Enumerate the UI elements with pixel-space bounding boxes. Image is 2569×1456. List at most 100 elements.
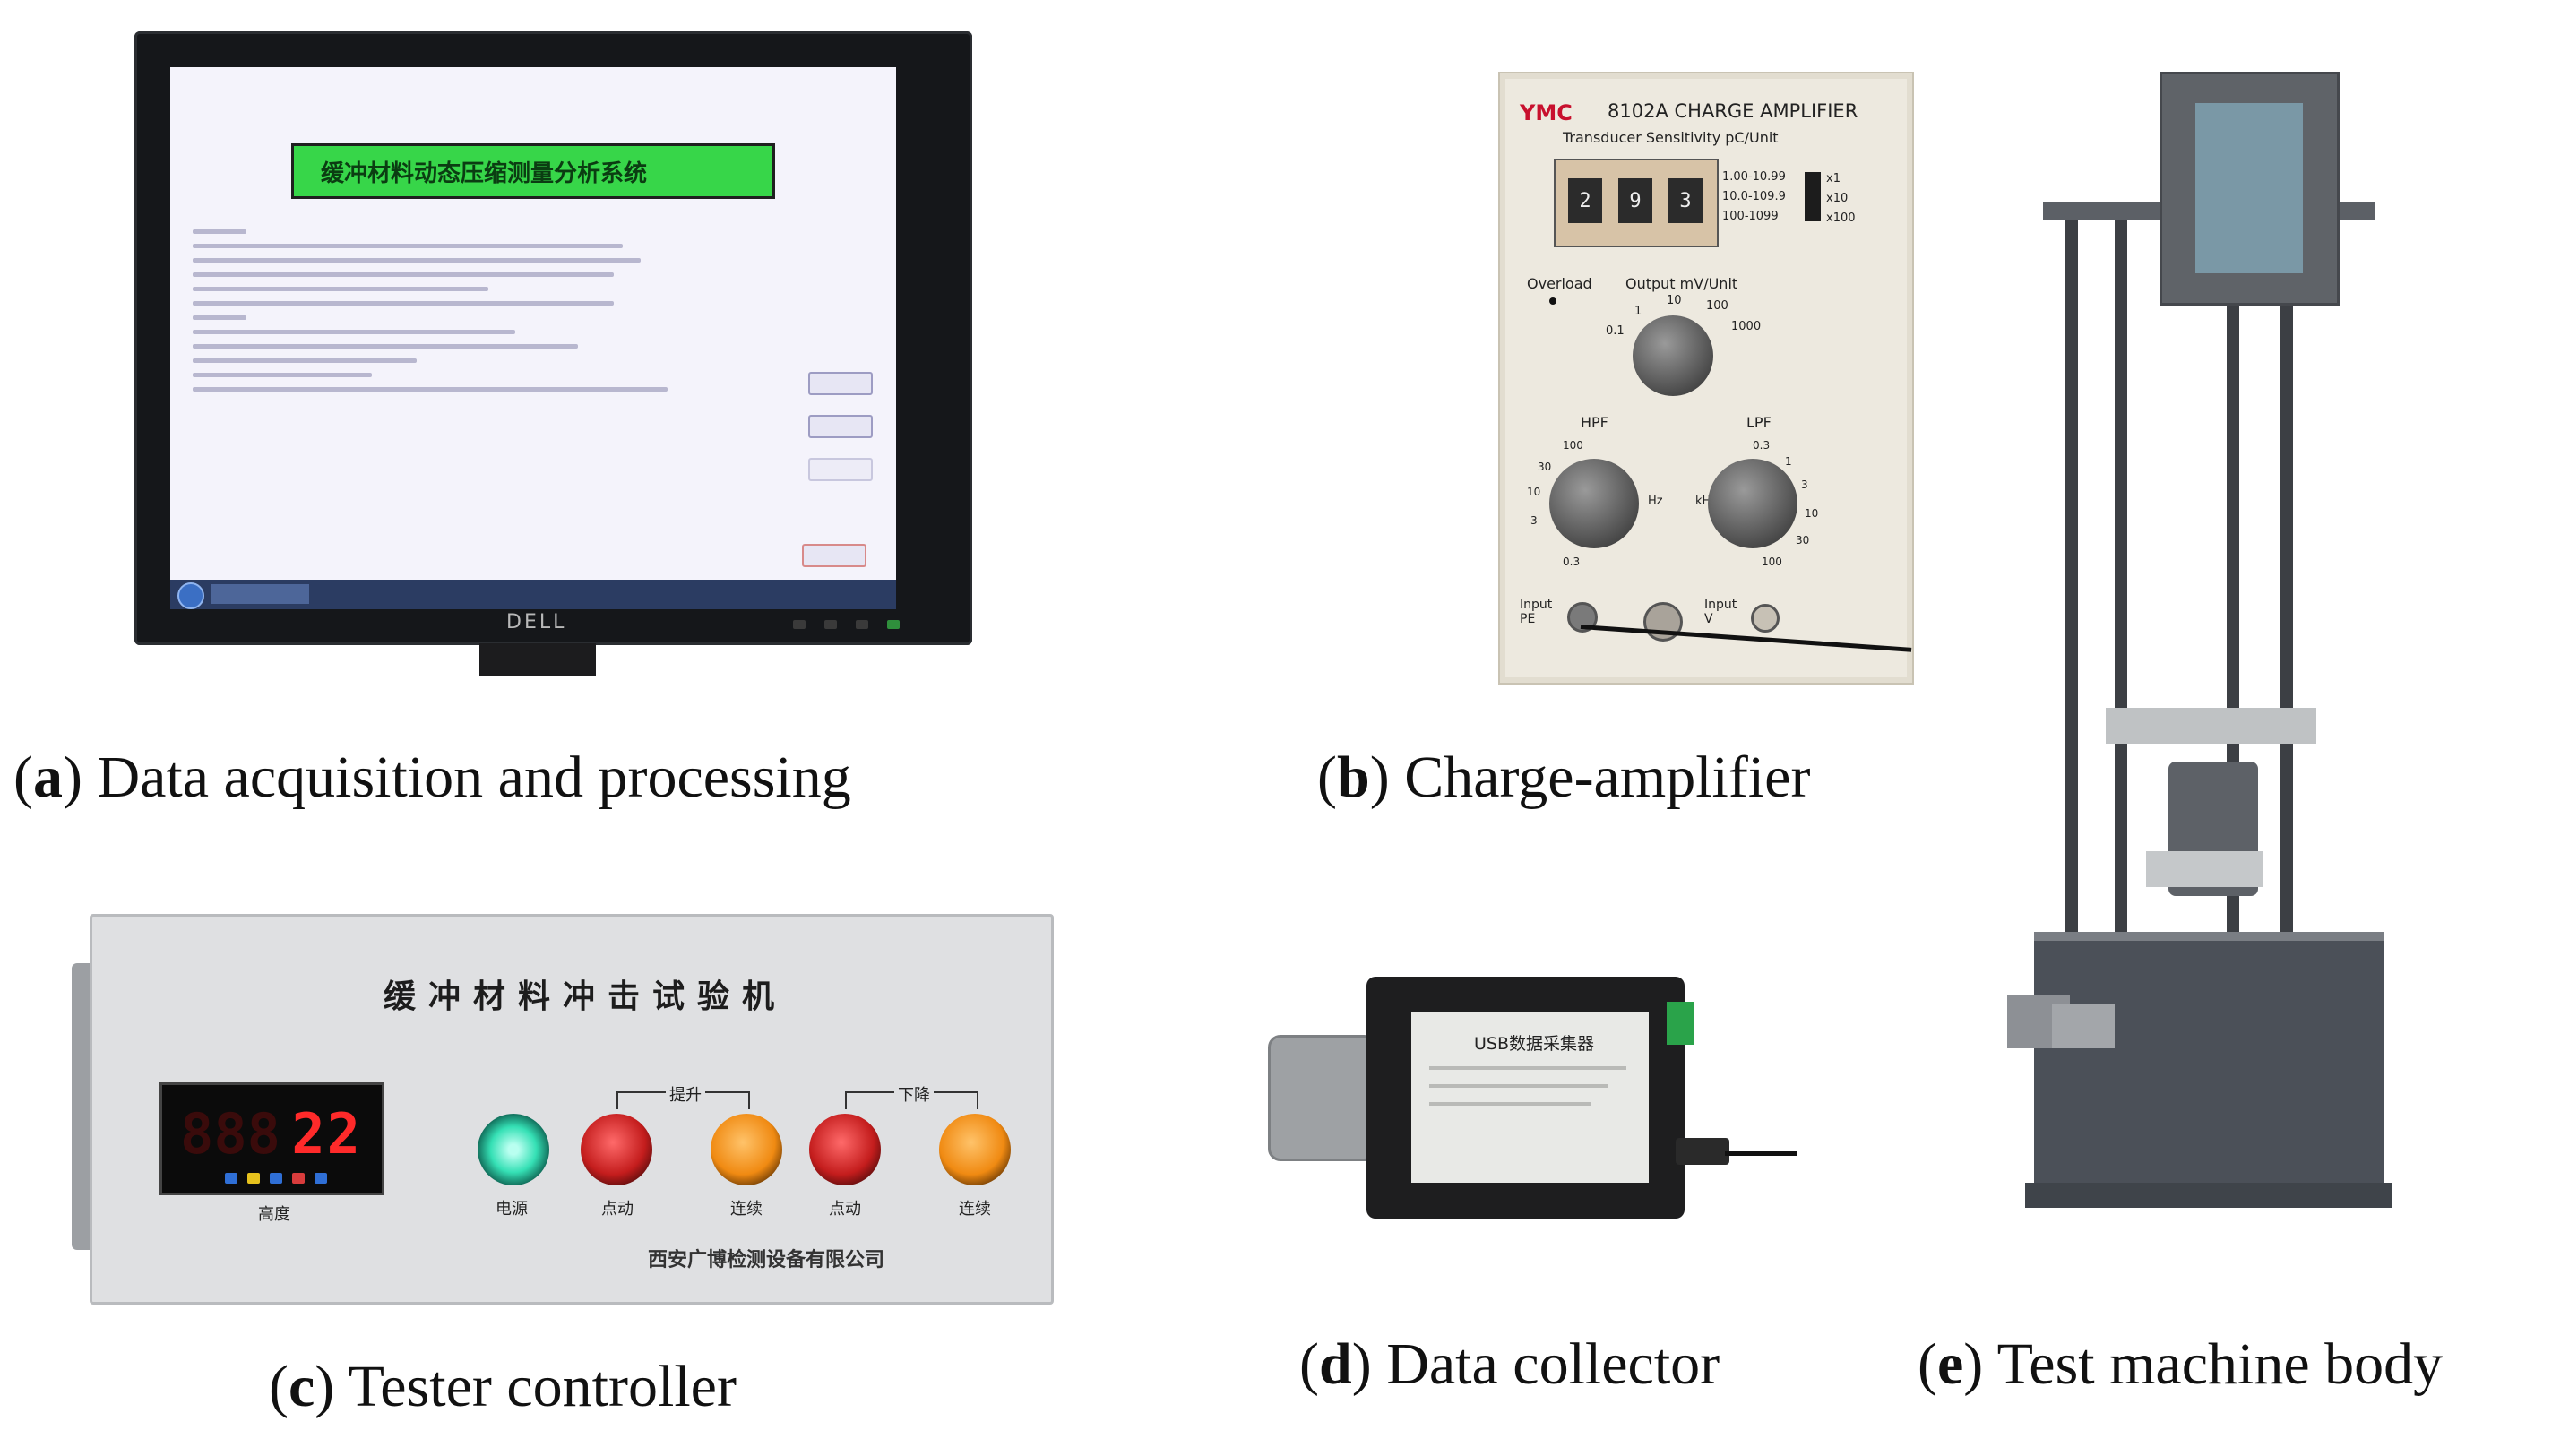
monitor-stand <box>479 643 596 676</box>
start-orb-icon[interactable] <box>177 582 204 609</box>
caption-e: (e) Test machine body <box>1918 1331 2444 1397</box>
machine-base <box>2034 941 2384 1201</box>
power-light-button[interactable] <box>478 1114 549 1185</box>
hpf-scale: 0.3 <box>1563 556 1581 568</box>
ymc-logo: YMC <box>1520 100 1573 125</box>
range-label: 10.0-109.9 <box>1722 190 1786 203</box>
sensitivity-dial-box: 2 9 3 <box>1554 159 1719 247</box>
usb-cable <box>1725 1151 1797 1156</box>
down-group-label: 下降 <box>894 1082 934 1106</box>
monitor-button[interactable] <box>856 620 868 629</box>
down-jog-label: 点动 <box>829 1200 861 1219</box>
lpf-scale: 100 <box>1762 556 1782 568</box>
amplifier-model: 8102A CHARGE AMPLIFIER <box>1608 100 1858 122</box>
input-v-label: Input V <box>1704 598 1737 626</box>
down-jog-button[interactable] <box>809 1114 881 1185</box>
guide-rod <box>2115 215 2127 950</box>
output-knob[interactable] <box>1633 315 1713 396</box>
sensitivity-digit[interactable]: 3 <box>1668 178 1703 223</box>
hpf-scale: 30 <box>1538 461 1552 473</box>
hpf-scale: 100 <box>1563 439 1583 452</box>
range-switch[interactable] <box>1805 172 1821 221</box>
manufacturer-label: 西安广博检测设备有限公司 <box>648 1249 885 1271</box>
label-text-line <box>1429 1102 1591 1106</box>
taskbar-app[interactable] <box>211 584 309 604</box>
up-jog-label: 点动 <box>601 1200 634 1219</box>
usb-plug <box>1676 1138 1729 1165</box>
hpf-scale: 10 <box>1527 486 1541 498</box>
output-label: Output mV/Unit <box>1625 275 1738 292</box>
caption-d: (d) Data collector <box>1299 1331 1720 1397</box>
lpf-label: LPF <box>1746 414 1772 431</box>
multiplier-label: x10 <box>1826 192 1849 205</box>
clamp-block <box>2146 851 2263 887</box>
multiplier-label: x100 <box>1826 211 1856 225</box>
hpf-knob[interactable] <box>1549 459 1639 548</box>
usb-data-collector: USB数据采集器 <box>1366 977 1685 1219</box>
taskbar <box>170 580 896 609</box>
range-label: 1.00-10.99 <box>1722 170 1786 184</box>
machine-foot <box>2025 1183 2392 1208</box>
up-group-label: 提升 <box>666 1082 705 1106</box>
down-continuous-button[interactable] <box>939 1114 1011 1185</box>
sensitivity-digit[interactable]: 9 <box>1618 178 1652 223</box>
lpf-scale: 3 <box>1801 478 1808 491</box>
tester-controller: 缓冲材料冲击试验机 888 22 高度 电源 提升 点动 连续 下降 点动 连续… <box>90 914 1054 1305</box>
hpf-scale: 3 <box>1530 514 1538 527</box>
up-continuous-button[interactable] <box>711 1114 782 1185</box>
label-text-line <box>1429 1084 1608 1088</box>
controller-title: 缓冲材料冲击试验机 <box>384 978 788 1015</box>
up-continuous-label: 连续 <box>730 1200 763 1219</box>
output-scale: 1 <box>1634 305 1642 318</box>
screen-exit-button[interactable] <box>802 544 866 567</box>
hpf-label: HPF <box>1581 414 1608 431</box>
lpf-scale: 10 <box>1805 507 1819 520</box>
down-continuous-label: 连续 <box>959 1200 991 1219</box>
input-pe-label: Input PE <box>1520 598 1553 626</box>
lpf-knob[interactable] <box>1708 459 1797 548</box>
display-value: 22 <box>291 1101 362 1167</box>
db25-connector <box>1268 1035 1376 1161</box>
screen-button-1[interactable] <box>808 372 873 395</box>
label-text-line <box>1429 1066 1626 1070</box>
terminal-block <box>1667 1002 1694 1045</box>
collector-title: USB数据采集器 <box>1474 1034 1595 1054</box>
caption-a: (a) Data acquisition and processing <box>13 745 851 810</box>
output-scale: 1000 <box>1731 320 1762 333</box>
lpf-scale: 30 <box>1796 534 1810 547</box>
display-key[interactable] <box>225 1173 237 1184</box>
monitor-power-button[interactable] <box>887 620 900 629</box>
sensitivity-digit[interactable]: 2 <box>1568 178 1602 223</box>
input-v-jack[interactable] <box>1751 604 1780 633</box>
dell-logo: DELL <box>506 611 567 633</box>
up-jog-button[interactable] <box>581 1114 652 1185</box>
hz-label: Hz <box>1648 495 1663 508</box>
display-ghost-digits: 888 <box>180 1101 280 1167</box>
power-label: 电源 <box>496 1200 528 1219</box>
range-label: 100-1099 <box>1722 210 1779 223</box>
pneumatic-valve <box>2052 1004 2115 1048</box>
display-key[interactable] <box>247 1173 260 1184</box>
overload-label: Overload <box>1527 275 1592 292</box>
drop-hammer <box>2195 103 2303 273</box>
guide-rod <box>2065 206 2078 941</box>
display-key[interactable] <box>292 1173 305 1184</box>
screen-text-block <box>193 220 668 401</box>
display-key[interactable] <box>315 1173 327 1184</box>
collector-label-plate: USB数据采集器 <box>1411 1012 1649 1183</box>
output-scale: 100 <box>1706 299 1728 313</box>
guide-rod <box>2280 206 2293 941</box>
display-key[interactable] <box>270 1173 282 1184</box>
screen-button-2[interactable] <box>808 415 873 438</box>
monitor-button[interactable] <box>793 620 806 629</box>
monitor-button[interactable] <box>824 620 837 629</box>
caption-b: (b) Charge-amplifier <box>1317 745 1811 810</box>
lpf-scale: 0.3 <box>1753 439 1771 452</box>
impact-carriage <box>2106 708 2316 744</box>
multiplier-label: x1 <box>1826 172 1841 185</box>
screen-button-3[interactable] <box>808 458 873 481</box>
charge-amplifier-panel: YMC 8102A CHARGE AMPLIFIER Transducer Se… <box>1498 72 1914 685</box>
monitor-screen: 缓冲材料动态压缩测量分析系统 <box>170 67 896 609</box>
sensitivity-label: Transducer Sensitivity pC/Unit <box>1563 129 1779 146</box>
software-title-bar: 缓冲材料动态压缩测量分析系统 <box>291 143 775 199</box>
